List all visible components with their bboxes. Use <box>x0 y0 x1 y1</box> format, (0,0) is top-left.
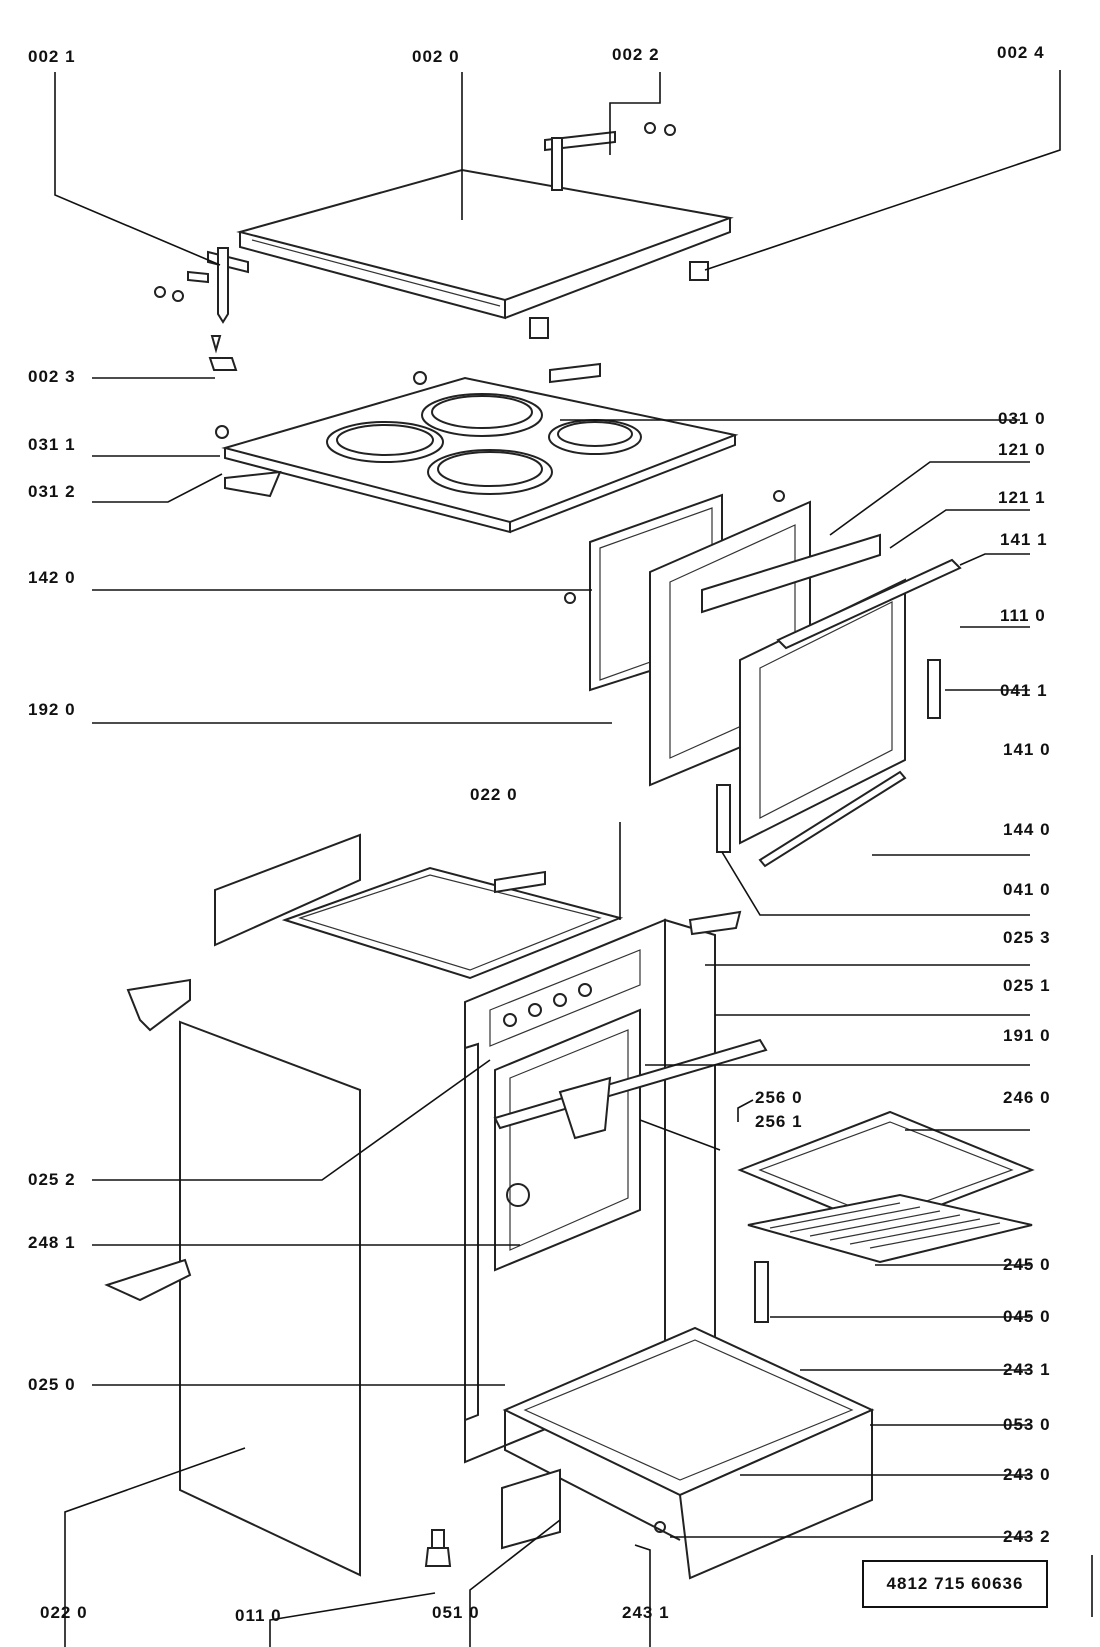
label-192-0: 192 0 <box>28 700 76 719</box>
label-142-0: 142 0 <box>28 568 76 587</box>
label-002-3: 002 3 <box>28 367 76 386</box>
label-243-2: 243 2 <box>1003 1527 1051 1546</box>
label-041-1: 041 1 <box>1000 681 1048 700</box>
label-243-1-bottom: 243 1 <box>622 1603 670 1622</box>
label-246-0: 246 0 <box>1003 1088 1051 1107</box>
label-025-1: 025 1 <box>1003 976 1051 995</box>
label-025-2: 025 2 <box>28 1170 76 1189</box>
label-111-0: 111 0 <box>1000 606 1046 625</box>
label-248-1: 248 1 <box>28 1233 76 1252</box>
label-121-0: 121 0 <box>998 440 1046 459</box>
oven-rack <box>747 1193 1033 1264</box>
label-144-0: 144 0 <box>1003 820 1051 839</box>
oven-body <box>104 833 768 1577</box>
document-code-box: 4812 715 60636 <box>862 1560 1048 1608</box>
label-022-0-bottom: 022 0 <box>40 1603 88 1622</box>
label-025-3: 025 3 <box>1003 928 1051 947</box>
label-041-0: 041 0 <box>1003 880 1051 899</box>
hob-plate <box>215 362 739 534</box>
label-031-2: 031 2 <box>28 482 76 501</box>
label-053-0: 053 0 <box>1003 1415 1051 1434</box>
label-031-0: 031 0 <box>998 409 1046 428</box>
label-002-1: 002 1 <box>28 47 76 66</box>
top-lid <box>236 168 734 339</box>
label-051-0: 051 0 <box>432 1603 480 1622</box>
label-002-4: 002 4 <box>997 43 1045 62</box>
adjustable-foot <box>424 1529 452 1567</box>
label-245-0: 245 0 <box>1003 1255 1051 1274</box>
hinge-right <box>544 122 676 191</box>
label-002-0: 002 0 <box>412 47 460 66</box>
leader-lines <box>54 70 1093 1647</box>
label-141-1: 141 1 <box>1000 530 1048 549</box>
label-031-1: 031 1 <box>28 435 76 454</box>
hinge-left <box>154 247 249 324</box>
label-243-0: 243 0 <box>1003 1465 1051 1484</box>
label-045-0: 045 0 <box>1003 1307 1051 1326</box>
label-256-1: 256 1 <box>755 1112 803 1131</box>
label-121-1: 121 1 <box>998 488 1046 507</box>
label-191-0: 191 0 <box>1003 1026 1051 1045</box>
label-141-0: 141 0 <box>1003 740 1051 759</box>
label-243-1-right: 243 1 <box>1003 1360 1051 1379</box>
label-022-0-top: 022 0 <box>470 785 518 804</box>
document-code: 4812 715 60636 <box>886 1574 1024 1593</box>
storage-drawer <box>501 1326 875 1580</box>
oven-door-assembly <box>564 490 962 868</box>
label-011-0: 011 0 <box>235 1606 282 1625</box>
label-256-0: 256 0 <box>755 1088 803 1107</box>
label-002-2: 002 2 <box>612 45 660 64</box>
label-025-0: 025 0 <box>28 1375 76 1394</box>
clip-0023 <box>208 335 238 371</box>
rack-support <box>754 1261 769 1323</box>
